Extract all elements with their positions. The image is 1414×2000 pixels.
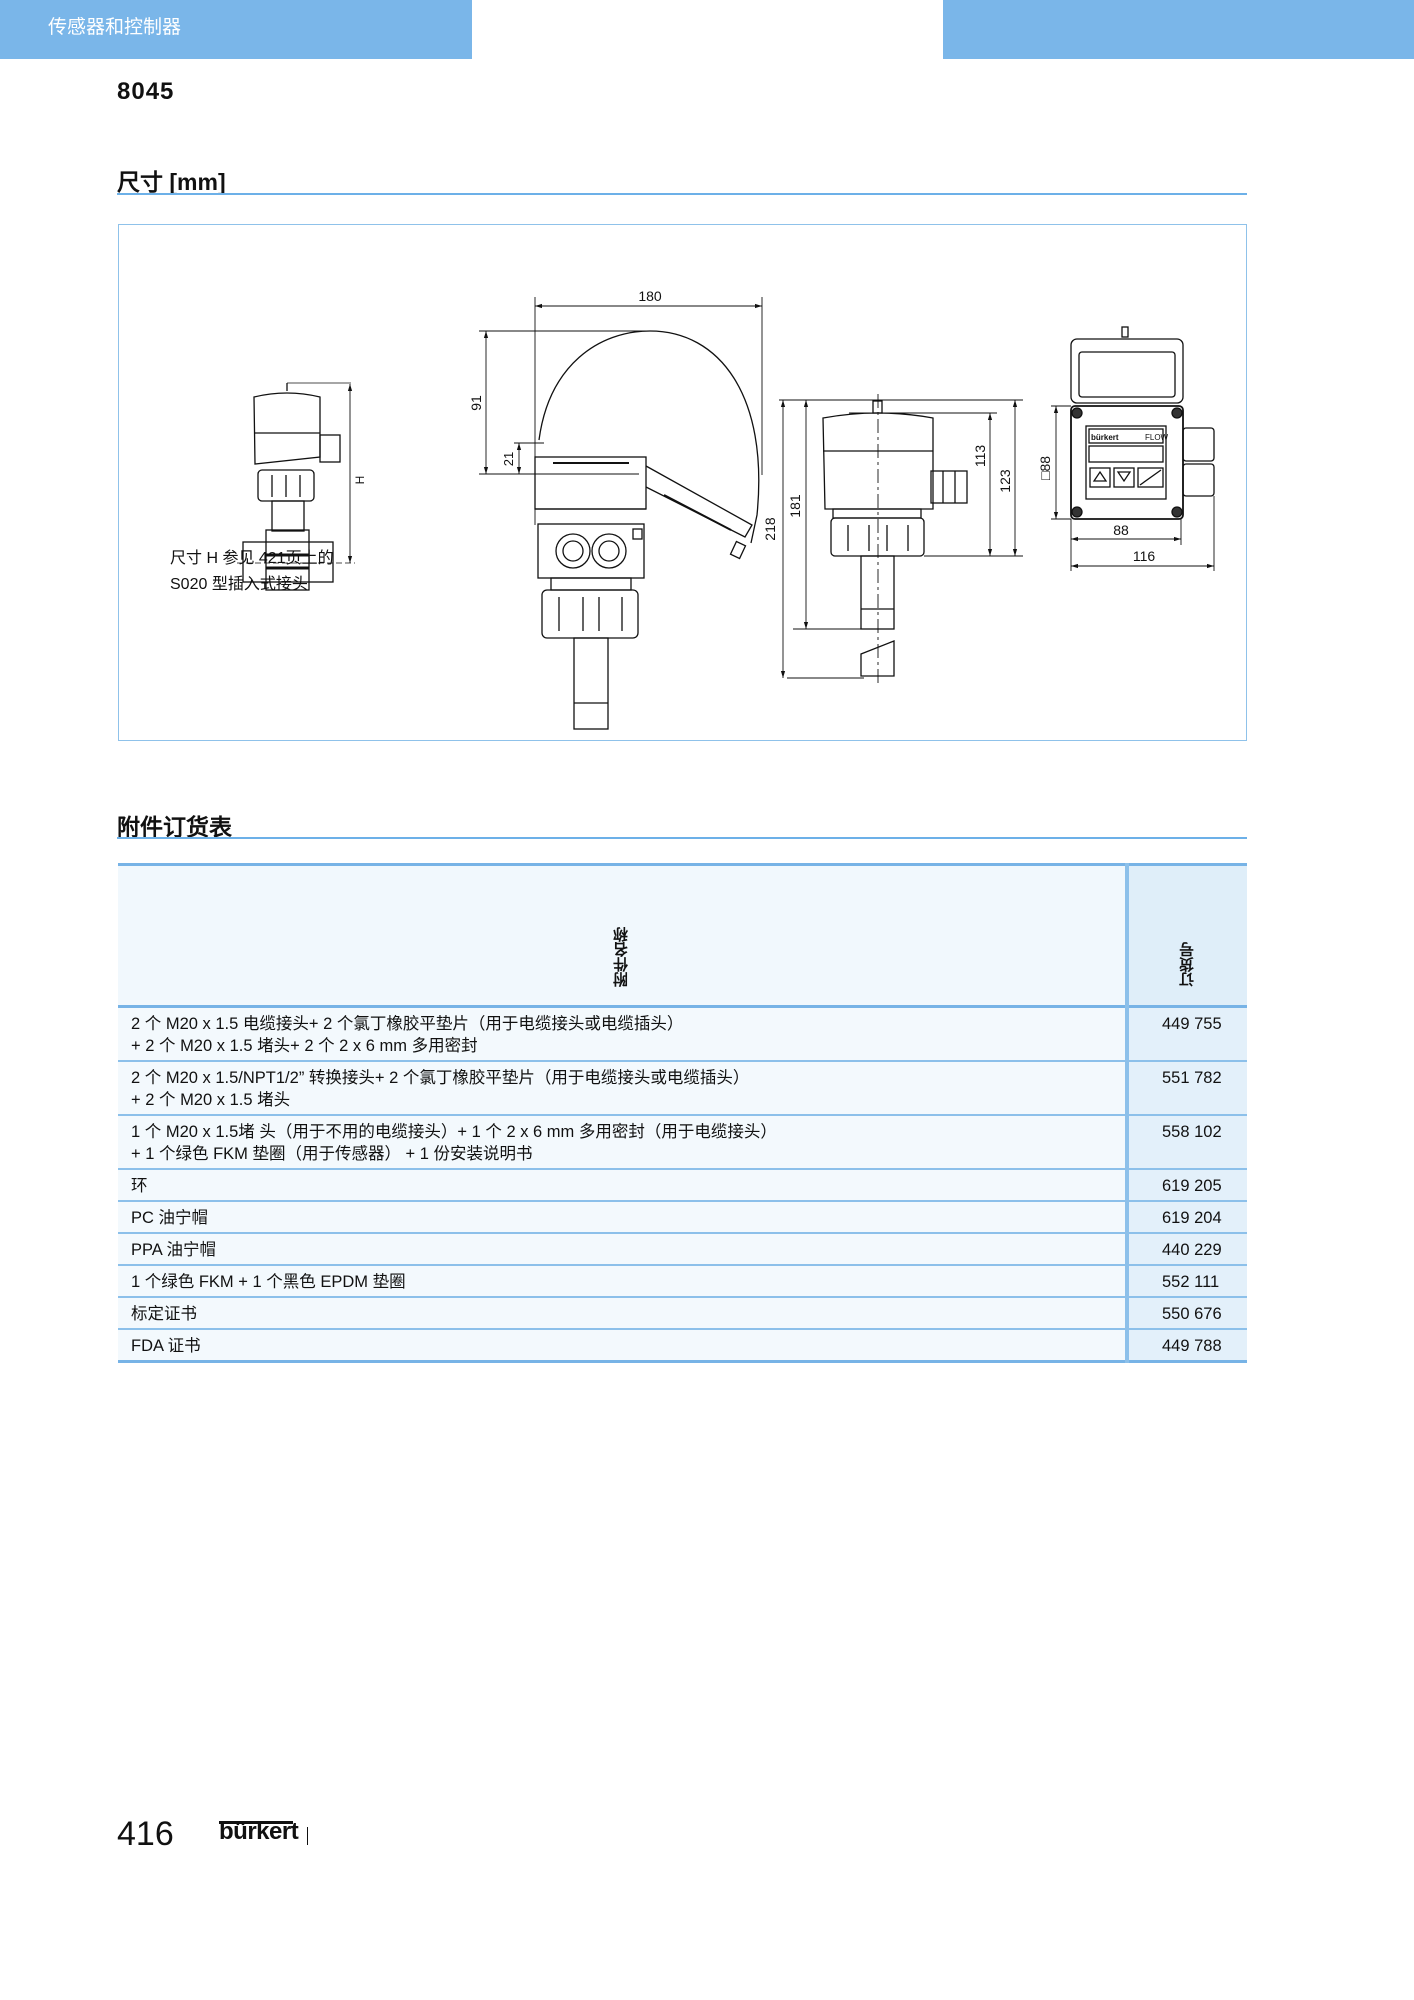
order-number: 440 229 [1125, 1233, 1247, 1266]
accessory-name-line: 2 个 M20 x 1.5/NPT1/2” 转换接头+ 2 个氯丁橡胶平垫片（用… [131, 1069, 750, 1087]
page-number: 416 [117, 1815, 174, 1853]
dim-91: 91 [468, 395, 484, 411]
accessory-name-line: + 1 个绿色 FKM 垫圈（用于传感器） + 1 份安装说明书 [131, 1145, 533, 1163]
table-row: 2 个 M20 x 1.5/NPT1/2” 转换接头+ 2 个氯丁橡胶平垫片（用… [118, 1061, 1247, 1116]
dim-180: 180 [638, 288, 662, 304]
dim-218: 218 [762, 517, 778, 541]
model-number: 8045 [117, 78, 175, 105]
table-row: PPA 油宁帽 440 229 [118, 1233, 1247, 1266]
column-header-label: 附件名称 [612, 927, 630, 987]
table-header-row: 附件名称 订货号 [118, 864, 1247, 1008]
table-row: 1 个 M20 x 1.5堵 头（用于不用的电缆接头）+ 1 个 2 x 6 m… [118, 1115, 1247, 1170]
heading-rule [117, 193, 1247, 195]
accessory-name: 1 个 M20 x 1.5堵 头（用于不用的电缆接头）+ 1 个 2 x 6 m… [118, 1115, 1127, 1170]
accessory-name-line: 环 [131, 1177, 148, 1195]
dimensions-heading: 尺寸 [mm] [117, 169, 226, 195]
column-header-label: 订货号 [1179, 942, 1196, 987]
accessory-name-line: + 2 个 M20 x 1.5 堵头 [131, 1091, 291, 1109]
accessory-name-line: + 2 个 M20 x 1.5 堵头+ 2 个 2 x 6 mm 多用密封 [131, 1037, 478, 1055]
accessory-name-line: 2 个 M20 x 1.5 电缆接头+ 2 个氯丁橡胶平垫片（用于电缆接头或电缆… [131, 1015, 684, 1033]
section-title: 传感器和控制器 [48, 17, 182, 38]
accessory-name: PPA 油宁帽 [118, 1233, 1127, 1266]
insertion-fitting-sensor-drawing: H [237, 382, 367, 591]
dim-21: 21 [501, 452, 516, 466]
order-number: 449 755 [1125, 1006, 1247, 1062]
dimension-note: 尺寸 H 参见 421页上的 S020 型插入式接头 [170, 546, 334, 598]
order-number: 619 205 [1125, 1169, 1247, 1202]
dim-square-88: □88 [1037, 456, 1053, 480]
table-row: FDA 证书 449 788 [118, 1329, 1247, 1363]
brand-logo-bar [219, 1821, 293, 1824]
technical-drawing: H 180 91 21 [237, 288, 1215, 730]
accessory-name: 2 个 M20 x 1.5/NPT1/2” 转换接头+ 2 个氯丁橡胶平垫片（用… [118, 1061, 1127, 1116]
brand-logo: bürkert [219, 1818, 299, 1845]
heading-rule [117, 837, 1247, 839]
accessory-name-line: PPA 油宁帽 [131, 1241, 216, 1259]
accessories-heading: 附件订货表 [117, 814, 232, 840]
table-row: 环 619 205 [118, 1169, 1247, 1202]
header-band-left: 传感器和控制器 [0, 0, 472, 59]
sensor-front-view-display: bürkert FLOW □88 88 116 [1037, 326, 1215, 571]
order-number: 558 102 [1125, 1115, 1247, 1170]
accessory-name: 1 个绿色 FKM + 1 个黑色 EPDM 垫圈 [118, 1265, 1127, 1298]
order-number: 552 111 [1125, 1265, 1247, 1298]
accessory-name: PC 油宁帽 [118, 1201, 1127, 1234]
note-line: 尺寸 H 参见 421页上的 [170, 550, 334, 567]
dimension-drawing: H 180 91 21 [118, 224, 1247, 741]
dim-116: 116 [1133, 548, 1156, 564]
order-number: 551 782 [1125, 1061, 1247, 1116]
dim-181: 181 [787, 494, 803, 518]
accessory-name: FDA 证书 [118, 1329, 1127, 1363]
accessory-name: 环 [118, 1169, 1127, 1202]
table-row: 2 个 M20 x 1.5 电缆接头+ 2 个氯丁橡胶平垫片（用于电缆接头或电缆… [118, 1006, 1247, 1062]
table-row: 标定证书 550 676 [118, 1297, 1247, 1330]
table-row: 1 个绿色 FKM + 1 个黑色 EPDM 垫圈 552 111 [118, 1265, 1247, 1298]
accessory-name: 标定证书 [118, 1297, 1127, 1330]
accessories-table: 附件名称 订货号 2 个 M20 x 1.5 电缆接头+ 2 个氯丁橡胶平垫片（… [118, 863, 1247, 1363]
display-brand: bürkert [1091, 433, 1119, 442]
order-number: 619 204 [1125, 1201, 1247, 1234]
accessory-name-line: 1 个绿色 FKM + 1 个黑色 EPDM 垫圈 [131, 1273, 406, 1291]
accessory-name: 2 个 M20 x 1.5 电缆接头+ 2 个氯丁橡胶平垫片（用于电缆接头或电缆… [118, 1006, 1127, 1062]
dim-123: 123 [997, 469, 1013, 493]
column-header-order-no: 订货号 [1125, 864, 1247, 1008]
order-number: 449 788 [1125, 1329, 1247, 1363]
accessory-name-line: FDA 证书 [131, 1337, 201, 1355]
dim-88: 88 [1113, 522, 1129, 538]
dim-h: H [353, 476, 367, 485]
divider [307, 1827, 308, 1845]
header-band-right [943, 0, 1414, 59]
sensor-side-view-open-cover: 180 91 21 [468, 288, 763, 730]
order-number: 550 676 [1125, 1297, 1247, 1330]
accessory-name-line: PC 油宁帽 [131, 1209, 209, 1227]
table-row: PC 油宁帽 619 204 [118, 1201, 1247, 1234]
accessory-name-line: 1 个 M20 x 1.5堵 头（用于不用的电缆接头）+ 1 个 2 x 6 m… [131, 1123, 777, 1141]
accessory-name-line: 标定证书 [131, 1305, 197, 1323]
display-flow-label: FLOW [1145, 433, 1169, 442]
sensor-side-view: 218 181 113 123 [762, 394, 1023, 683]
dim-113: 113 [972, 445, 988, 468]
column-header-name: 附件名称 [118, 864, 1127, 1008]
note-line: S020 型插入式接头 [170, 576, 308, 593]
